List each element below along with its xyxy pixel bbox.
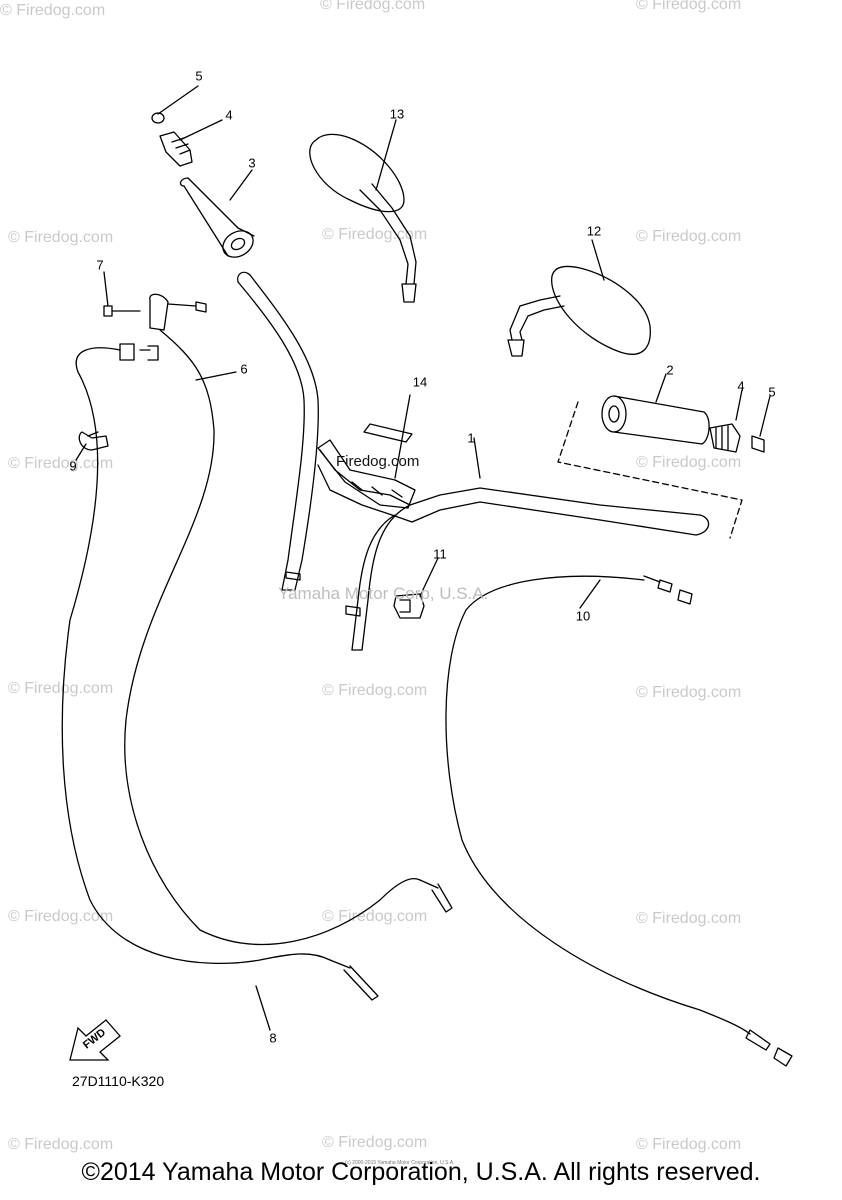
- watermark: © Firedog.com: [8, 455, 114, 472]
- mirror-left: [309, 133, 417, 303]
- firedog-brand: Firedog.com: [336, 453, 420, 470]
- label-sticker: [363, 394, 413, 479]
- handlebar: [237, 271, 710, 651]
- switch: [393, 593, 425, 619]
- callout-11: 11: [433, 546, 447, 562]
- watermark: © Firedog.com: [8, 229, 114, 246]
- callout-7: 7: [96, 257, 104, 273]
- bar-end-right: [709, 423, 741, 453]
- watermark: © Firedog.com: [636, 228, 742, 245]
- center-watermark: Yamaha Motor Corp, U.S.A.: [278, 584, 489, 603]
- nut-left: [151, 112, 165, 124]
- watermark: © Firedog.com: [8, 1136, 114, 1153]
- callout-12: 12: [586, 223, 602, 239]
- clutch-cable: [61, 343, 379, 1001]
- callout-2: 2: [666, 362, 674, 378]
- cable-right: [445, 575, 793, 1067]
- watermark: © Firedog.com: [320, 0, 426, 13]
- watermark: © Firedog.com: [0, 2, 106, 19]
- callout-8: 8: [269, 1030, 277, 1046]
- callout-9: 9: [69, 458, 77, 474]
- watermark: © Firedog.com: [636, 0, 742, 13]
- watermark: © Firedog.com: [636, 910, 742, 927]
- diagram-code: 27D1110-K320: [72, 1073, 165, 1089]
- watermark: © Firedog.com: [8, 680, 114, 697]
- callout-4: 4: [225, 107, 233, 123]
- throttle-cable: [124, 329, 453, 946]
- callout-3: 3: [248, 155, 256, 171]
- callout-1: 1: [467, 430, 475, 446]
- forward-arrow-icon: [69, 1019, 121, 1061]
- callout-5: 5: [195, 68, 203, 84]
- cable-bracket: [149, 293, 207, 331]
- watermark: © Firedog.com: [636, 684, 742, 701]
- watermark: © Firedog.com: [322, 1134, 428, 1151]
- callout-4b: 4: [737, 378, 745, 394]
- copyright-text: ©2014 Yamaha Motor Corporation, U.S.A. A…: [81, 1158, 761, 1186]
- watermark: © Firedog.com: [636, 454, 742, 471]
- callout-5b: 5: [768, 384, 776, 400]
- callout-10: 10: [575, 608, 591, 624]
- grip-left: [179, 177, 255, 258]
- callout-13: 13: [389, 106, 405, 122]
- bolt: [103, 305, 141, 317]
- micro-copyright: (c) 2000-2015 Yamaha Motor Corporation, …: [345, 1160, 455, 1166]
- watermark: © Firedog.com: [322, 682, 428, 699]
- cable-clamp: [78, 431, 109, 451]
- callout-6: 6: [240, 361, 248, 377]
- bar-end-left: [159, 131, 193, 167]
- grip-right: [557, 395, 743, 539]
- watermark: © Firedog.com: [8, 908, 114, 925]
- callout-14: 14: [412, 374, 428, 390]
- nut-right: [751, 435, 765, 453]
- watermark: © Firedog.com: [322, 226, 428, 243]
- watermark: © Firedog.com: [636, 1136, 742, 1153]
- mirror-right: [507, 265, 651, 357]
